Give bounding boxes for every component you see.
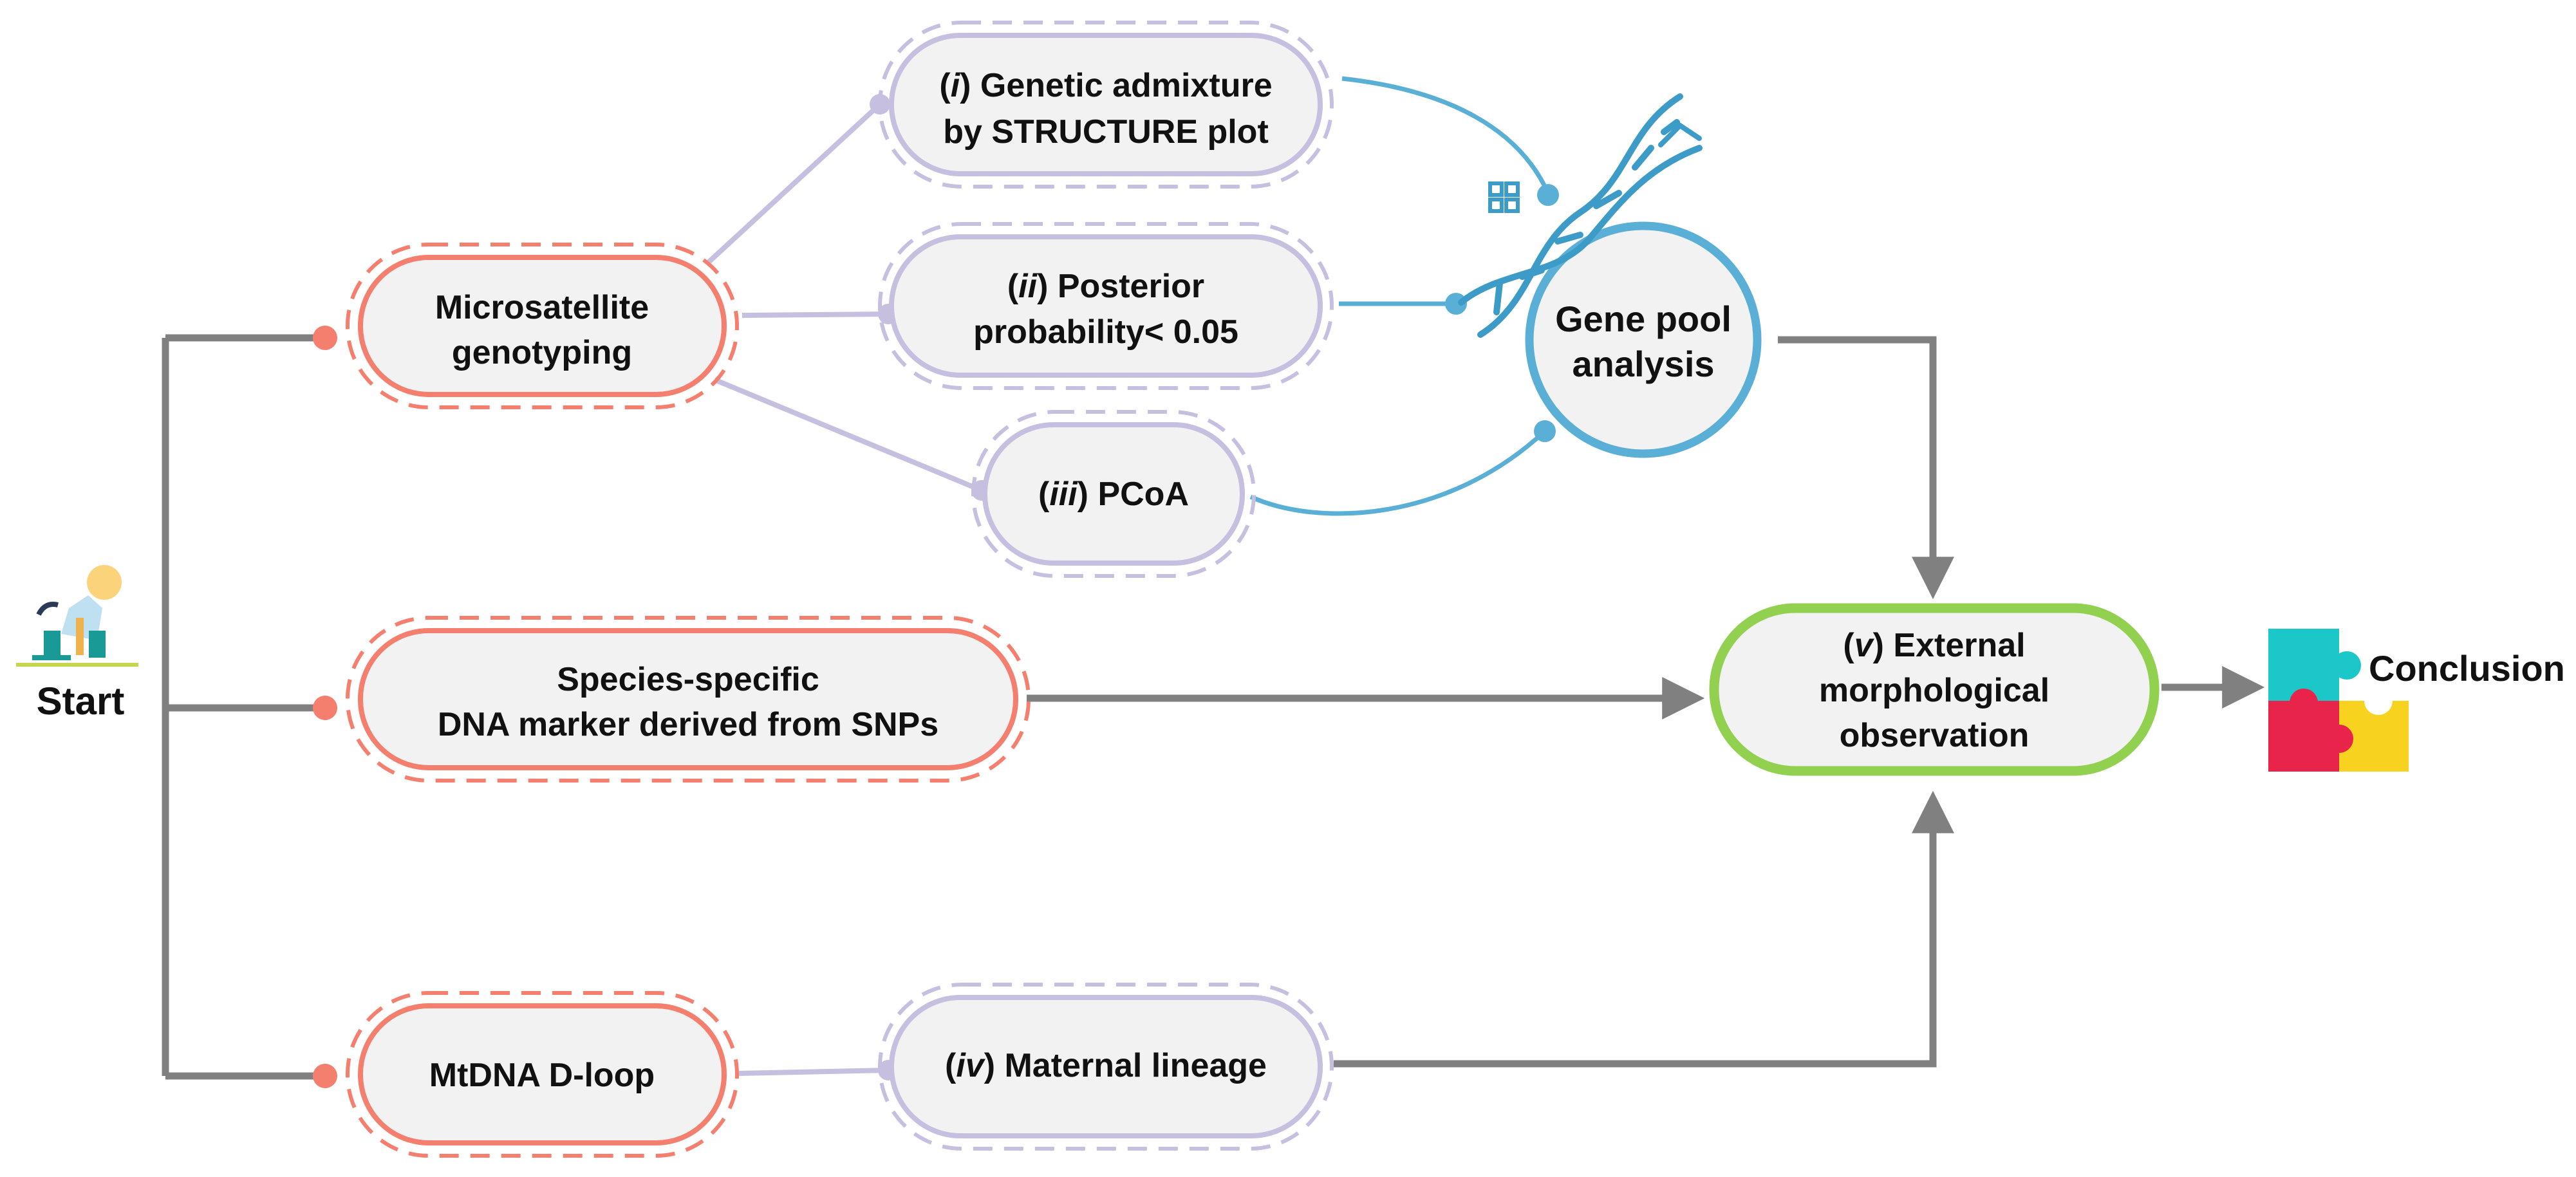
flow-arrows bbox=[1027, 336, 2265, 1068]
analysis-iv-node: (iv) Maternal lineage bbox=[878, 983, 1334, 1151]
snp-line1: Species-specific bbox=[557, 661, 819, 698]
gene-pool-connectors bbox=[1249, 76, 1551, 516]
snp-marker-node: Species-specific DNA marker derived from… bbox=[346, 616, 1031, 783]
gene-pool-analysis-node: Gene pool analysis bbox=[1525, 221, 1762, 458]
analysis-ii-line1: Posterior bbox=[1048, 268, 1204, 305]
microsatellite-line1: Microsatellite bbox=[435, 289, 649, 326]
method-connectors bbox=[705, 102, 983, 1076]
analysis-i-line2: by STRUCTURE plot bbox=[943, 113, 1269, 151]
analysis-v-line3: observation bbox=[1840, 717, 2030, 754]
analysis-i-numeral: i bbox=[951, 67, 961, 104]
analysis-iv-numeral: iv bbox=[956, 1047, 985, 1084]
svg-text:(i) Genetic admixture: (i) Genetic admixture bbox=[939, 67, 1272, 104]
start-label: Start bbox=[37, 680, 125, 723]
analysis-iv-line1: Maternal lineage bbox=[995, 1047, 1267, 1084]
external-morphological-observation-node: (v) External morphological observation bbox=[1709, 603, 2160, 776]
microsatellite-line2: genotyping bbox=[452, 334, 632, 371]
analysis-ii-numeral: ii bbox=[1018, 268, 1038, 305]
analysis-iii-line1: PCoA bbox=[1088, 476, 1189, 513]
analysis-v-line2: morphological bbox=[1819, 672, 2049, 709]
svg-text:(v) External: (v) External bbox=[1843, 627, 2025, 664]
mtdna-label: MtDNA D-loop bbox=[429, 1057, 655, 1094]
microsatellite-genotyping-node: Microsatellite genotyping bbox=[346, 243, 739, 409]
puzzle-pieces-icon bbox=[2268, 629, 2409, 772]
svg-text:(iii) PCoA: (iii) PCoA bbox=[1038, 476, 1189, 513]
svg-text:(iv) Maternal lineage: (iv) Maternal lineage bbox=[945, 1047, 1267, 1084]
start-bracket bbox=[162, 326, 337, 1088]
analysis-i-line1: Genetic admixture bbox=[971, 67, 1272, 104]
analysis-v-numeral: v bbox=[1854, 627, 1875, 664]
analysis-ii-node: (ii) Posterior probability< 0.05 bbox=[878, 222, 1334, 390]
analysis-iii-numeral: iii bbox=[1049, 476, 1078, 513]
gene-pool-line1: Gene pool bbox=[1555, 299, 1731, 339]
analysis-v-line1: External bbox=[1884, 627, 2026, 664]
svg-text:(ii) Posterior: (ii) Posterior bbox=[1007, 268, 1204, 305]
dna-helix-icon bbox=[1458, 93, 1703, 338]
gene-pool-line2: analysis bbox=[1572, 344, 1714, 384]
mtdna-dloop-node: MtDNA D-loop bbox=[346, 991, 739, 1158]
analysis-iii-node: (iii) PCoA bbox=[971, 410, 1256, 578]
snp-line2: DNA marker derived from SNPs bbox=[438, 706, 938, 743]
analysis-i-node: (i) Genetic admixture by STRUCTURE plot bbox=[878, 21, 1334, 189]
analysis-ii-line2: probability< 0.05 bbox=[973, 313, 1238, 351]
conclusion-label: Conclusion bbox=[2369, 648, 2565, 689]
person-kneeling-icon bbox=[16, 565, 138, 667]
